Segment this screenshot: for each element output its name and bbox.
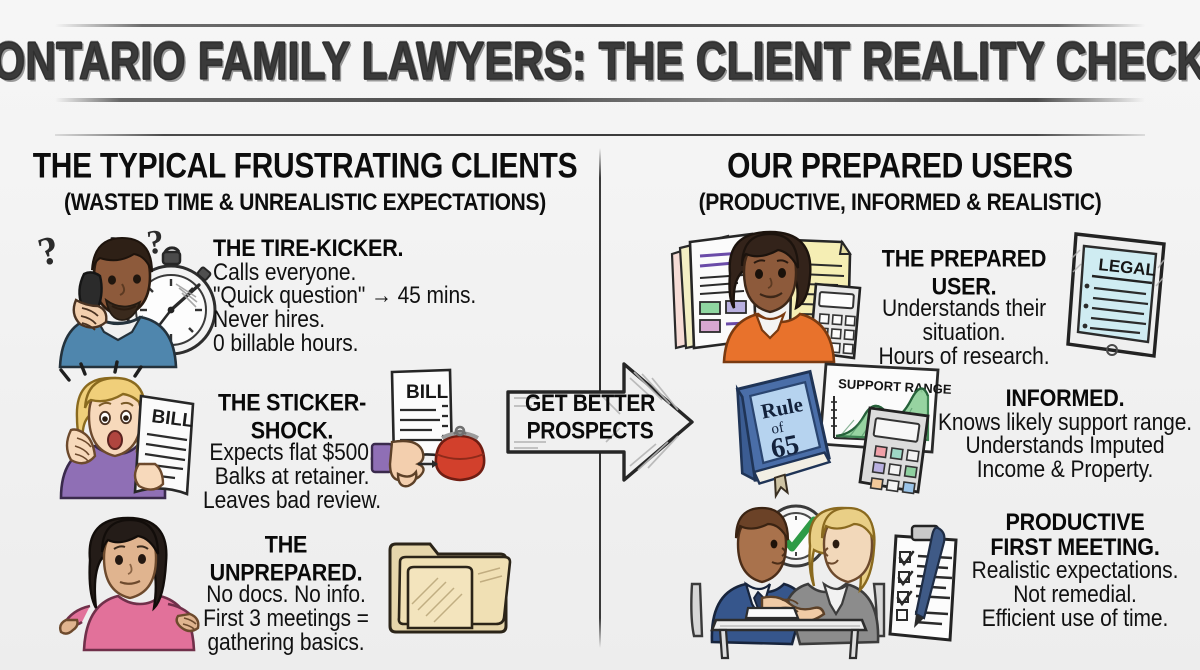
book-title-of: of bbox=[770, 420, 785, 438]
right-column-subheading: (PRODUCTIVE, INFORMED & REALISTIC) bbox=[698, 189, 1102, 216]
left-item-1-line-1: Calls everyone. bbox=[213, 258, 357, 286]
left-item-1-line-2: "Quick question" → 45 mins. bbox=[213, 282, 477, 309]
right-item-1-text: THE PREPARED USER. Understands their sit… bbox=[864, 245, 1064, 370]
right-item-1-line-3: Hours of research. bbox=[878, 343, 1050, 370]
left-item-1: THE TIRE-KICKER. Calls everyone. "Quick … bbox=[213, 234, 573, 357]
svg-text:?: ? bbox=[33, 226, 63, 275]
right-item-2-line-3: Income & Property. bbox=[976, 456, 1154, 483]
right-item-3-line-1: Realistic expectations. bbox=[971, 557, 1179, 584]
left-item-2-text: THE STICKER-SHOCK. Expects flat $500. Ba… bbox=[182, 389, 402, 514]
right-column-heading: OUR PREPARED USERS bbox=[727, 147, 1073, 186]
art-file-folder bbox=[382, 538, 518, 640]
page-title: ONTARIO FAMILY LAWYERS: THE CLIENT REALI… bbox=[0, 31, 1200, 91]
right-item-3-lead-line-2: FIRST MEETING. bbox=[990, 533, 1160, 560]
left-item-1-line-3: Never hires. bbox=[213, 306, 326, 333]
title-rule-top bbox=[55, 24, 1145, 27]
left-column-header: THE TYPICAL FRUSTRATING CLIENTS (WASTED … bbox=[30, 147, 580, 216]
art-shocked-woman-with-bill: BILL bbox=[55, 360, 195, 500]
left-item-3: THE UNPREPARED. No docs. No info. First … bbox=[196, 531, 376, 656]
header-divider bbox=[55, 134, 1145, 136]
left-item-3-line-3: gathering basics. bbox=[207, 629, 365, 656]
art-rule-of-65-and-support-range: SUPPORT RANGE Rule of 65 bbox=[730, 360, 952, 500]
right-item-1-line-1: Understands their bbox=[881, 295, 1047, 322]
right-item-1: THE PREPARED USER. Understands their sit… bbox=[864, 245, 1064, 370]
title-rule-bottom bbox=[55, 98, 1145, 102]
right-item-3-text: PRODUCTIVE FIRST MEETING. Realistic expe… bbox=[950, 508, 1200, 632]
right-item-3-lead-line-1: PRODUCTIVE bbox=[1005, 508, 1145, 536]
art-man-on-phone-with-stopwatch: ? ? ? bbox=[33, 222, 221, 369]
bill-label-left: BILL bbox=[150, 406, 195, 432]
right-item-2-lead: INFORMED. bbox=[1005, 384, 1125, 412]
title-block: ONTARIO FAMILY LAWYERS: THE CLIENT REALI… bbox=[0, 24, 1200, 102]
left-item-1-text: THE TIRE-KICKER. Calls everyone. "Quick … bbox=[213, 234, 477, 357]
left-item-2-lead: THE STICKER-SHOCK. bbox=[217, 389, 367, 444]
right-item-3-line-3: Efficient use of time. bbox=[981, 605, 1169, 632]
left-item-2-line-2: Balks at retainer. bbox=[214, 463, 370, 490]
arrow-label-line-2: PROSPECTS bbox=[526, 417, 654, 444]
left-column-subheading: (WASTED TIME & UNREALISTIC EXPECTATIONS) bbox=[64, 189, 546, 216]
right-item-2-text: INFORMED. Knows likely support range. Un… bbox=[930, 384, 1200, 483]
right-item-1-line-2: situation. bbox=[922, 319, 1006, 346]
right-item-2-line-2: Understands Imputed bbox=[965, 432, 1165, 459]
center-arrow: GET BETTER PROSPECTS bbox=[502, 358, 698, 486]
arrow-label-line-1: GET BETTER bbox=[524, 390, 655, 417]
art-legal-tablet: LEGAL bbox=[1060, 228, 1178, 360]
svg-text:?: ? bbox=[145, 223, 166, 262]
left-item-2-line-3: Leaves bad review. bbox=[203, 487, 381, 514]
left-item-3-line-2: First 3 meetings = bbox=[203, 605, 369, 632]
right-item-3-line-2: Not remedial. bbox=[1013, 581, 1137, 608]
book-title-65: 65 bbox=[768, 429, 801, 465]
right-column-header: OUR PREPARED USERS (PRODUCTIVE, INFORMED… bbox=[625, 147, 1175, 216]
art-bill-thumbsdown-purse: BILL bbox=[370, 366, 500, 492]
right-item-2-line-1: Knows likely support range. bbox=[937, 408, 1193, 436]
left-item-3-text: THE UNPREPARED. No docs. No info. First … bbox=[196, 531, 376, 656]
art-prepared-user bbox=[668, 222, 864, 364]
left-item-3-line-1: No docs. No info. bbox=[206, 581, 366, 608]
right-item-3: PRODUCTIVE FIRST MEETING. Realistic expe… bbox=[950, 508, 1200, 632]
left-item-2: THE STICKER-SHOCK. Expects flat $500. Ba… bbox=[182, 389, 402, 514]
art-shrugging-woman bbox=[58, 508, 200, 652]
left-column-heading: THE TYPICAL FRUSTRATING CLIENTS bbox=[32, 147, 578, 186]
left-item-1-lead: THE TIRE-KICKER. bbox=[213, 234, 404, 262]
left-item-3-lead: THE UNPREPARED. bbox=[209, 531, 363, 586]
art-handshake-meeting bbox=[690, 500, 962, 662]
left-item-1-line-4: 0 billable hours. bbox=[213, 330, 359, 357]
arrow-label: GET BETTER PROSPECTS bbox=[516, 391, 664, 445]
bill-label-right: BILL bbox=[406, 382, 449, 403]
left-item-2-line-1: Expects flat $500. bbox=[209, 439, 375, 466]
right-item-1-lead: THE PREPARED USER. bbox=[881, 245, 1047, 300]
right-item-2: INFORMED. Knows likely support range. Un… bbox=[930, 384, 1200, 483]
